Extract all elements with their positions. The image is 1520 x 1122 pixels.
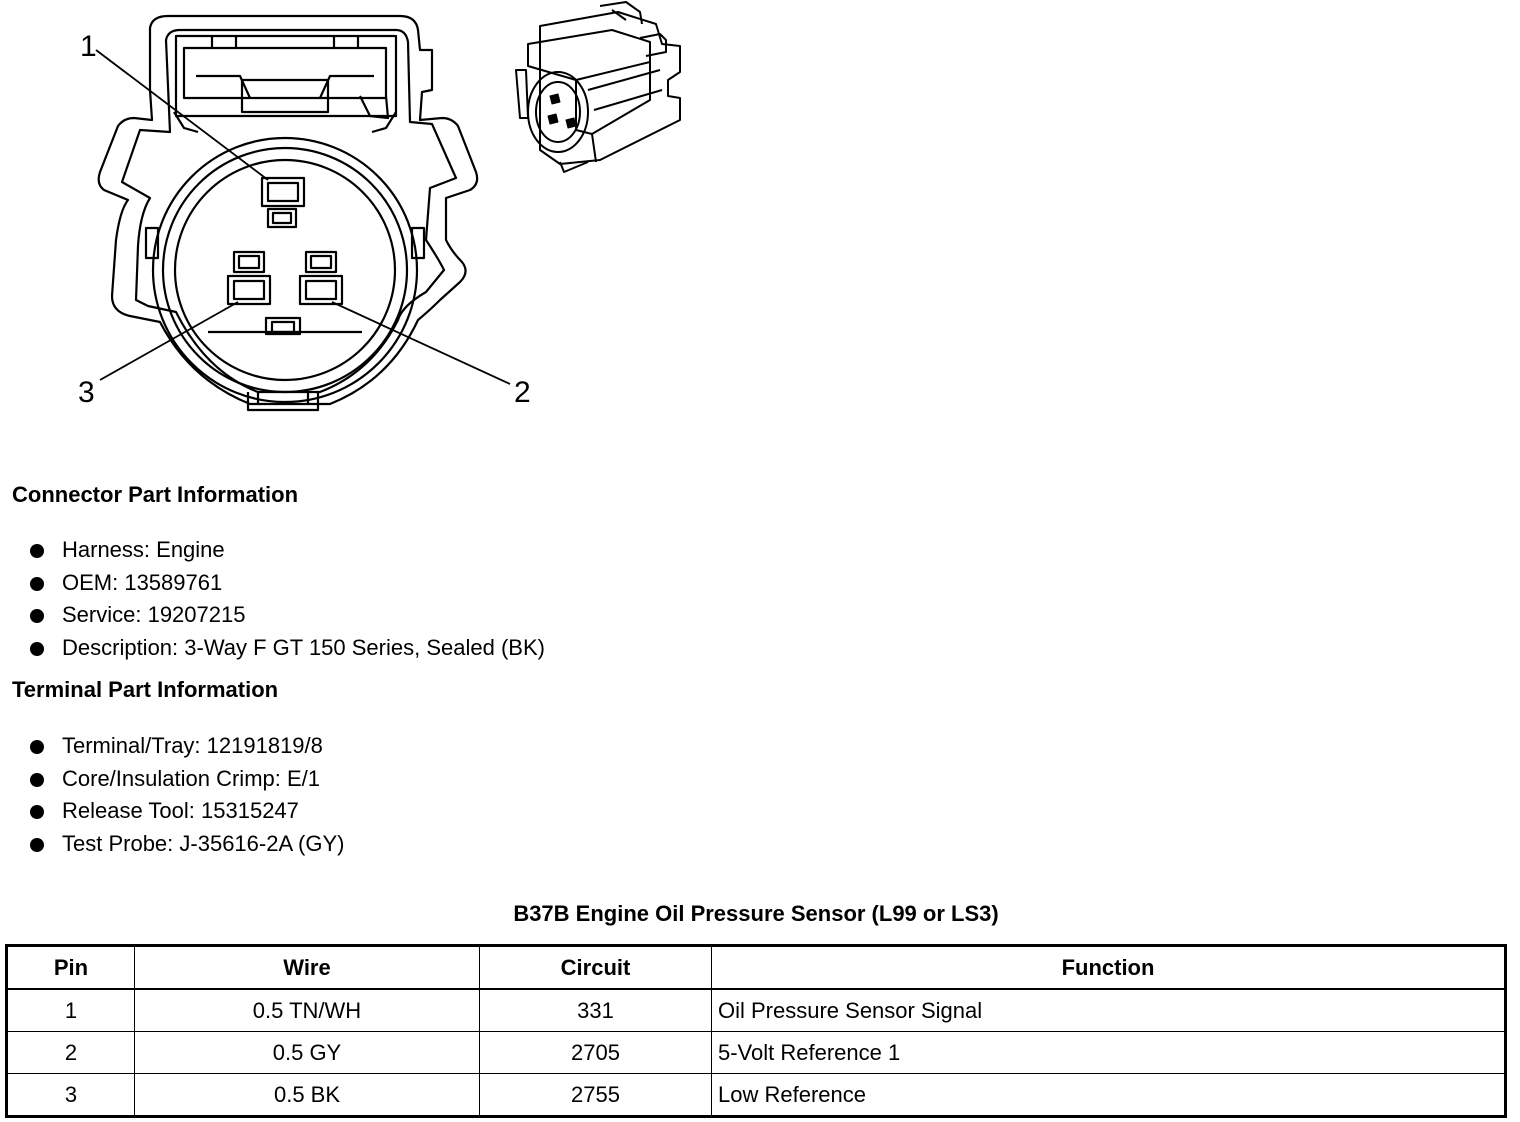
cell-pin: 2 <box>6 1031 135 1074</box>
terminal-cavity-3 <box>226 250 272 306</box>
bullet-icon <box>30 576 44 591</box>
list-item: Core/Insulation Crimp: E/1 <box>28 763 344 796</box>
cell-wire: 0.5 GY <box>134 1031 480 1074</box>
list-item: Description: 3-Way F GT 150 Series, Seal… <box>28 632 545 665</box>
bullet-icon <box>30 838 44 853</box>
terminal-cavity-1 <box>260 176 306 229</box>
column-header-function: Function <box>711 945 1506 990</box>
cell-function: Oil Pressure Sensor Signal <box>711 988 1506 1032</box>
table-row: 3 0.5 BK 2755 Low Reference <box>6 1073 1506 1117</box>
bullet-icon <box>30 544 44 558</box>
table-row: 2 0.5 GY 2705 5-Volt Reference 1 <box>6 1031 1506 1074</box>
cell-function: 5-Volt Reference 1 <box>711 1031 1506 1074</box>
list-item: Terminal/Tray: 12191819/8 <box>28 730 344 763</box>
connector-face-drawing: 1 2 3 <box>78 1 681 412</box>
column-header-wire: Wire <box>134 945 480 990</box>
cell-circuit: 2705 <box>479 1031 712 1074</box>
table-header-row: Pin Wire Circuit Function <box>6 945 1506 990</box>
callout-leader-1 <box>95 49 269 181</box>
terminal-part-info-list: Terminal/Tray: 12191819/8 Core/Insulatio… <box>28 730 344 861</box>
cell-pin: 1 <box>6 988 135 1032</box>
connector-figure: 1 2 3 <box>0 0 720 440</box>
list-item: Release Tool: 15315247 <box>28 795 344 828</box>
bullet-icon <box>30 772 44 787</box>
bullet-icon <box>30 740 44 754</box>
connector-part-info-list: Harness: Engine OEM: 13589761 Service: 1… <box>28 534 545 665</box>
list-item: Test Probe: J-35616-2A (GY) <box>28 828 344 861</box>
connector-part-info-heading: Connector Part Information <box>12 482 299 507</box>
cell-wire: 0.5 BK <box>134 1073 480 1117</box>
list-item: Service: 19207215 <box>28 599 545 632</box>
cell-pin: 3 <box>6 1073 135 1117</box>
terminal-cavity-2 <box>298 250 344 306</box>
callout-leader-3 <box>99 301 239 381</box>
pin-table-title: B37B Engine Oil Pressure Sensor (L99 or … <box>513 901 999 926</box>
connector-face-inner-ring <box>173 158 397 382</box>
connector-face-outer-ring <box>151 136 419 404</box>
cell-wire: 0.5 TN/WH <box>134 988 480 1032</box>
cell-function: Low Reference <box>711 1073 1506 1117</box>
callout-leader-2 <box>331 301 511 385</box>
column-header-circuit: Circuit <box>479 945 712 990</box>
list-item: OEM: 13589761 <box>28 567 545 600</box>
bullet-icon <box>30 805 44 820</box>
cell-circuit: 331 <box>479 988 712 1032</box>
bullet-icon <box>30 609 44 624</box>
terminal-part-info-heading: Terminal Part Information <box>12 677 279 702</box>
callout-pin-1: 1 <box>80 30 97 63</box>
connector-3d-view <box>515 1 681 173</box>
bullet-icon <box>30 642 44 657</box>
cell-circuit: 2755 <box>479 1073 712 1117</box>
table-row: 1 0.5 TN/WH 331 Oil Pressure Sensor Sign… <box>6 988 1506 1032</box>
list-item: Harness: Engine <box>28 534 545 567</box>
callout-pin-3: 3 <box>78 376 95 409</box>
callout-pin-2: 2 <box>514 376 531 409</box>
pinout-table: Pin Wire Circuit Function 1 0.5 TN/WH 33… <box>5 944 1507 1118</box>
column-header-pin: Pin <box>6 945 135 990</box>
connector-housing-outline <box>97 14 479 406</box>
